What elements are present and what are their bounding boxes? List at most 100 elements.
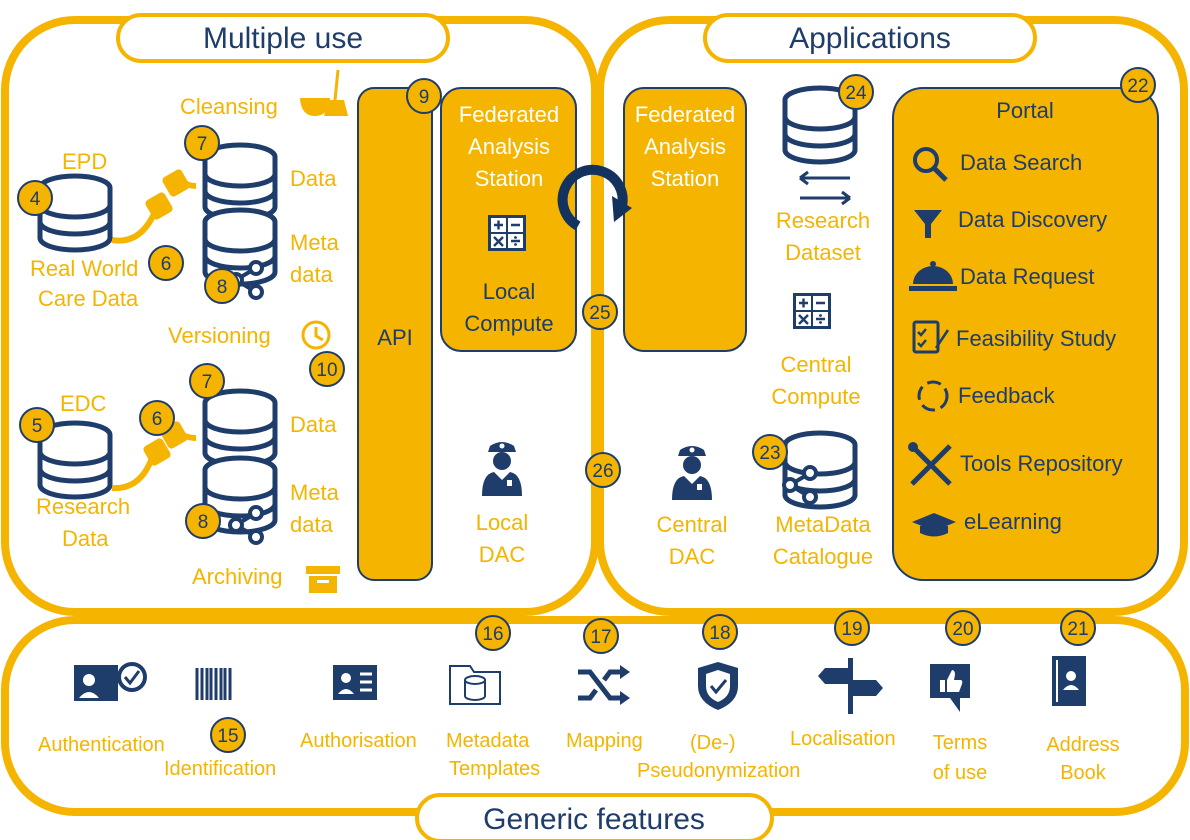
svg-text:7: 7 <box>202 372 213 393</box>
plug-connector-icon <box>111 169 197 244</box>
badge-5: 5 <box>19 407 55 443</box>
metadata-templates-label-1: Metadata <box>446 730 530 752</box>
metadata-catalogue-label-2: Catalogue <box>773 544 873 569</box>
central-compute-label-1: Central <box>781 352 852 377</box>
svg-text:20: 20 <box>952 619 973 640</box>
search-icon <box>913 147 948 182</box>
history-icon <box>301 320 331 350</box>
rwcd-label-1: Real World <box>30 256 138 281</box>
edc-label: EDC <box>60 391 107 416</box>
pseudonymization-label-1: (De-) <box>690 732 736 754</box>
graduation-cap-icon <box>912 513 956 537</box>
refresh-icon <box>917 380 949 412</box>
badge-15: 15 <box>210 717 246 753</box>
badge-21: 21 <box>1060 610 1096 646</box>
rwcd-label-2: Care Data <box>38 286 139 311</box>
central-dac-label-1: Central <box>657 512 728 537</box>
central-fas-label-2: Analysis <box>644 134 726 159</box>
badge-6b: 6 <box>139 400 175 436</box>
versioning-label: Versioning <box>168 323 271 348</box>
checklist-icon <box>912 320 950 354</box>
exchange-arrows-icon <box>799 170 851 206</box>
portal-title: Portal <box>996 98 1053 123</box>
applications-title-pill <box>703 13 1037 63</box>
svg-text:17: 17 <box>590 627 611 648</box>
badge-25: 25 <box>582 294 618 330</box>
data-label: Data <box>290 166 337 191</box>
applications-title: Applications <box>789 22 951 55</box>
metadata-label-3: Meta <box>290 480 340 505</box>
svg-text:16: 16 <box>482 624 503 645</box>
metadata-label-1: Meta <box>290 230 340 255</box>
filter-icon <box>914 210 942 238</box>
svg-text:5: 5 <box>32 416 43 437</box>
badge-8b: 8 <box>185 503 221 539</box>
badge-16: 16 <box>475 615 511 651</box>
central-fas-label-3: Station <box>651 166 720 191</box>
badge-19: 19 <box>834 610 870 646</box>
shuffle-icon <box>578 665 630 705</box>
svg-text:21: 21 <box>1067 619 1088 640</box>
barcode-icon <box>195 668 232 700</box>
local-dac-label-2: DAC <box>479 542 526 567</box>
central-compute-calculator-icon <box>791 291 833 331</box>
metadata-label-4: data <box>290 512 334 537</box>
folder-database-icon <box>449 665 501 705</box>
id-card-icon <box>333 665 377 700</box>
thumbs-up-comment-icon <box>930 664 970 712</box>
api-label: API <box>377 325 412 350</box>
cleansing-label: Cleansing <box>180 94 278 119</box>
portal-item-feasibility-study[interactable]: Feasibility Study <box>956 326 1116 351</box>
badge-23: 23 <box>752 434 788 470</box>
central-fas-label-1: Federated <box>635 102 735 127</box>
portal-item-tools-repository[interactable]: Tools Repository <box>960 451 1123 476</box>
svg-text:25: 25 <box>589 303 610 324</box>
local-fas-label-2: Analysis <box>468 134 550 159</box>
svg-text:26: 26 <box>592 461 613 482</box>
central-compute-label-2: Compute <box>771 384 860 409</box>
svg-text:6: 6 <box>161 254 172 275</box>
portal-panel <box>892 87 1159 581</box>
badge-20: 20 <box>945 610 981 646</box>
svg-text:8: 8 <box>217 277 228 298</box>
tools-icon <box>908 442 952 486</box>
localisation-label: Localisation <box>790 728 896 750</box>
metadata-label-2: data <box>290 262 334 287</box>
badge-4: 4 <box>17 180 53 216</box>
portal-item-data-discovery[interactable]: Data Discovery <box>958 207 1107 232</box>
epd-label: EPD <box>62 149 107 174</box>
generic-features-title-pill <box>415 793 774 840</box>
multiple-use-title-pill <box>116 13 450 63</box>
terms-of-use-label-1: Terms <box>933 732 987 754</box>
svg-text:4: 4 <box>30 189 41 210</box>
data-label-2: Data <box>290 412 337 437</box>
badge-9: 9 <box>406 78 442 114</box>
central-federated-analysis-station <box>623 87 747 352</box>
portal-item-data-search[interactable]: Data Search <box>960 150 1082 175</box>
badge-24: 24 <box>838 74 874 110</box>
portal-item-elearning[interactable]: eLearning <box>964 509 1062 534</box>
portal-item-feedback[interactable]: Feedback <box>958 383 1056 408</box>
metadata-catalogue-label-1: MetaData <box>775 512 871 537</box>
cleansing-icon <box>300 69 348 116</box>
api-bar <box>357 87 433 581</box>
local-compute-calculator-icon <box>486 213 528 253</box>
plug-connector-icon-2 <box>111 421 197 492</box>
badge-7a: 7 <box>184 125 220 161</box>
research-dataset-label-1: Research <box>776 208 870 233</box>
pseudonymization-label-2: Pseudonymization <box>637 760 800 782</box>
svg-text:22: 22 <box>1127 76 1148 97</box>
terms-of-use-label-2: of use <box>933 762 987 784</box>
badge-7b: 7 <box>189 363 225 399</box>
local-compute-label-2: Compute <box>464 311 553 336</box>
research-data-label-2: Data <box>62 526 109 551</box>
svg-text:7: 7 <box>197 134 208 155</box>
authentication-icon <box>74 662 147 701</box>
metadata-templates-label-2: Templates <box>449 758 540 780</box>
badge-17: 17 <box>583 618 619 654</box>
portal-item-data-request[interactable]: Data Request <box>960 264 1095 289</box>
generic-features-title: Generic features <box>483 803 705 836</box>
svg-text:9: 9 <box>419 87 430 108</box>
svg-text:8: 8 <box>198 512 209 533</box>
local-dac-label-1: Local <box>476 510 529 535</box>
